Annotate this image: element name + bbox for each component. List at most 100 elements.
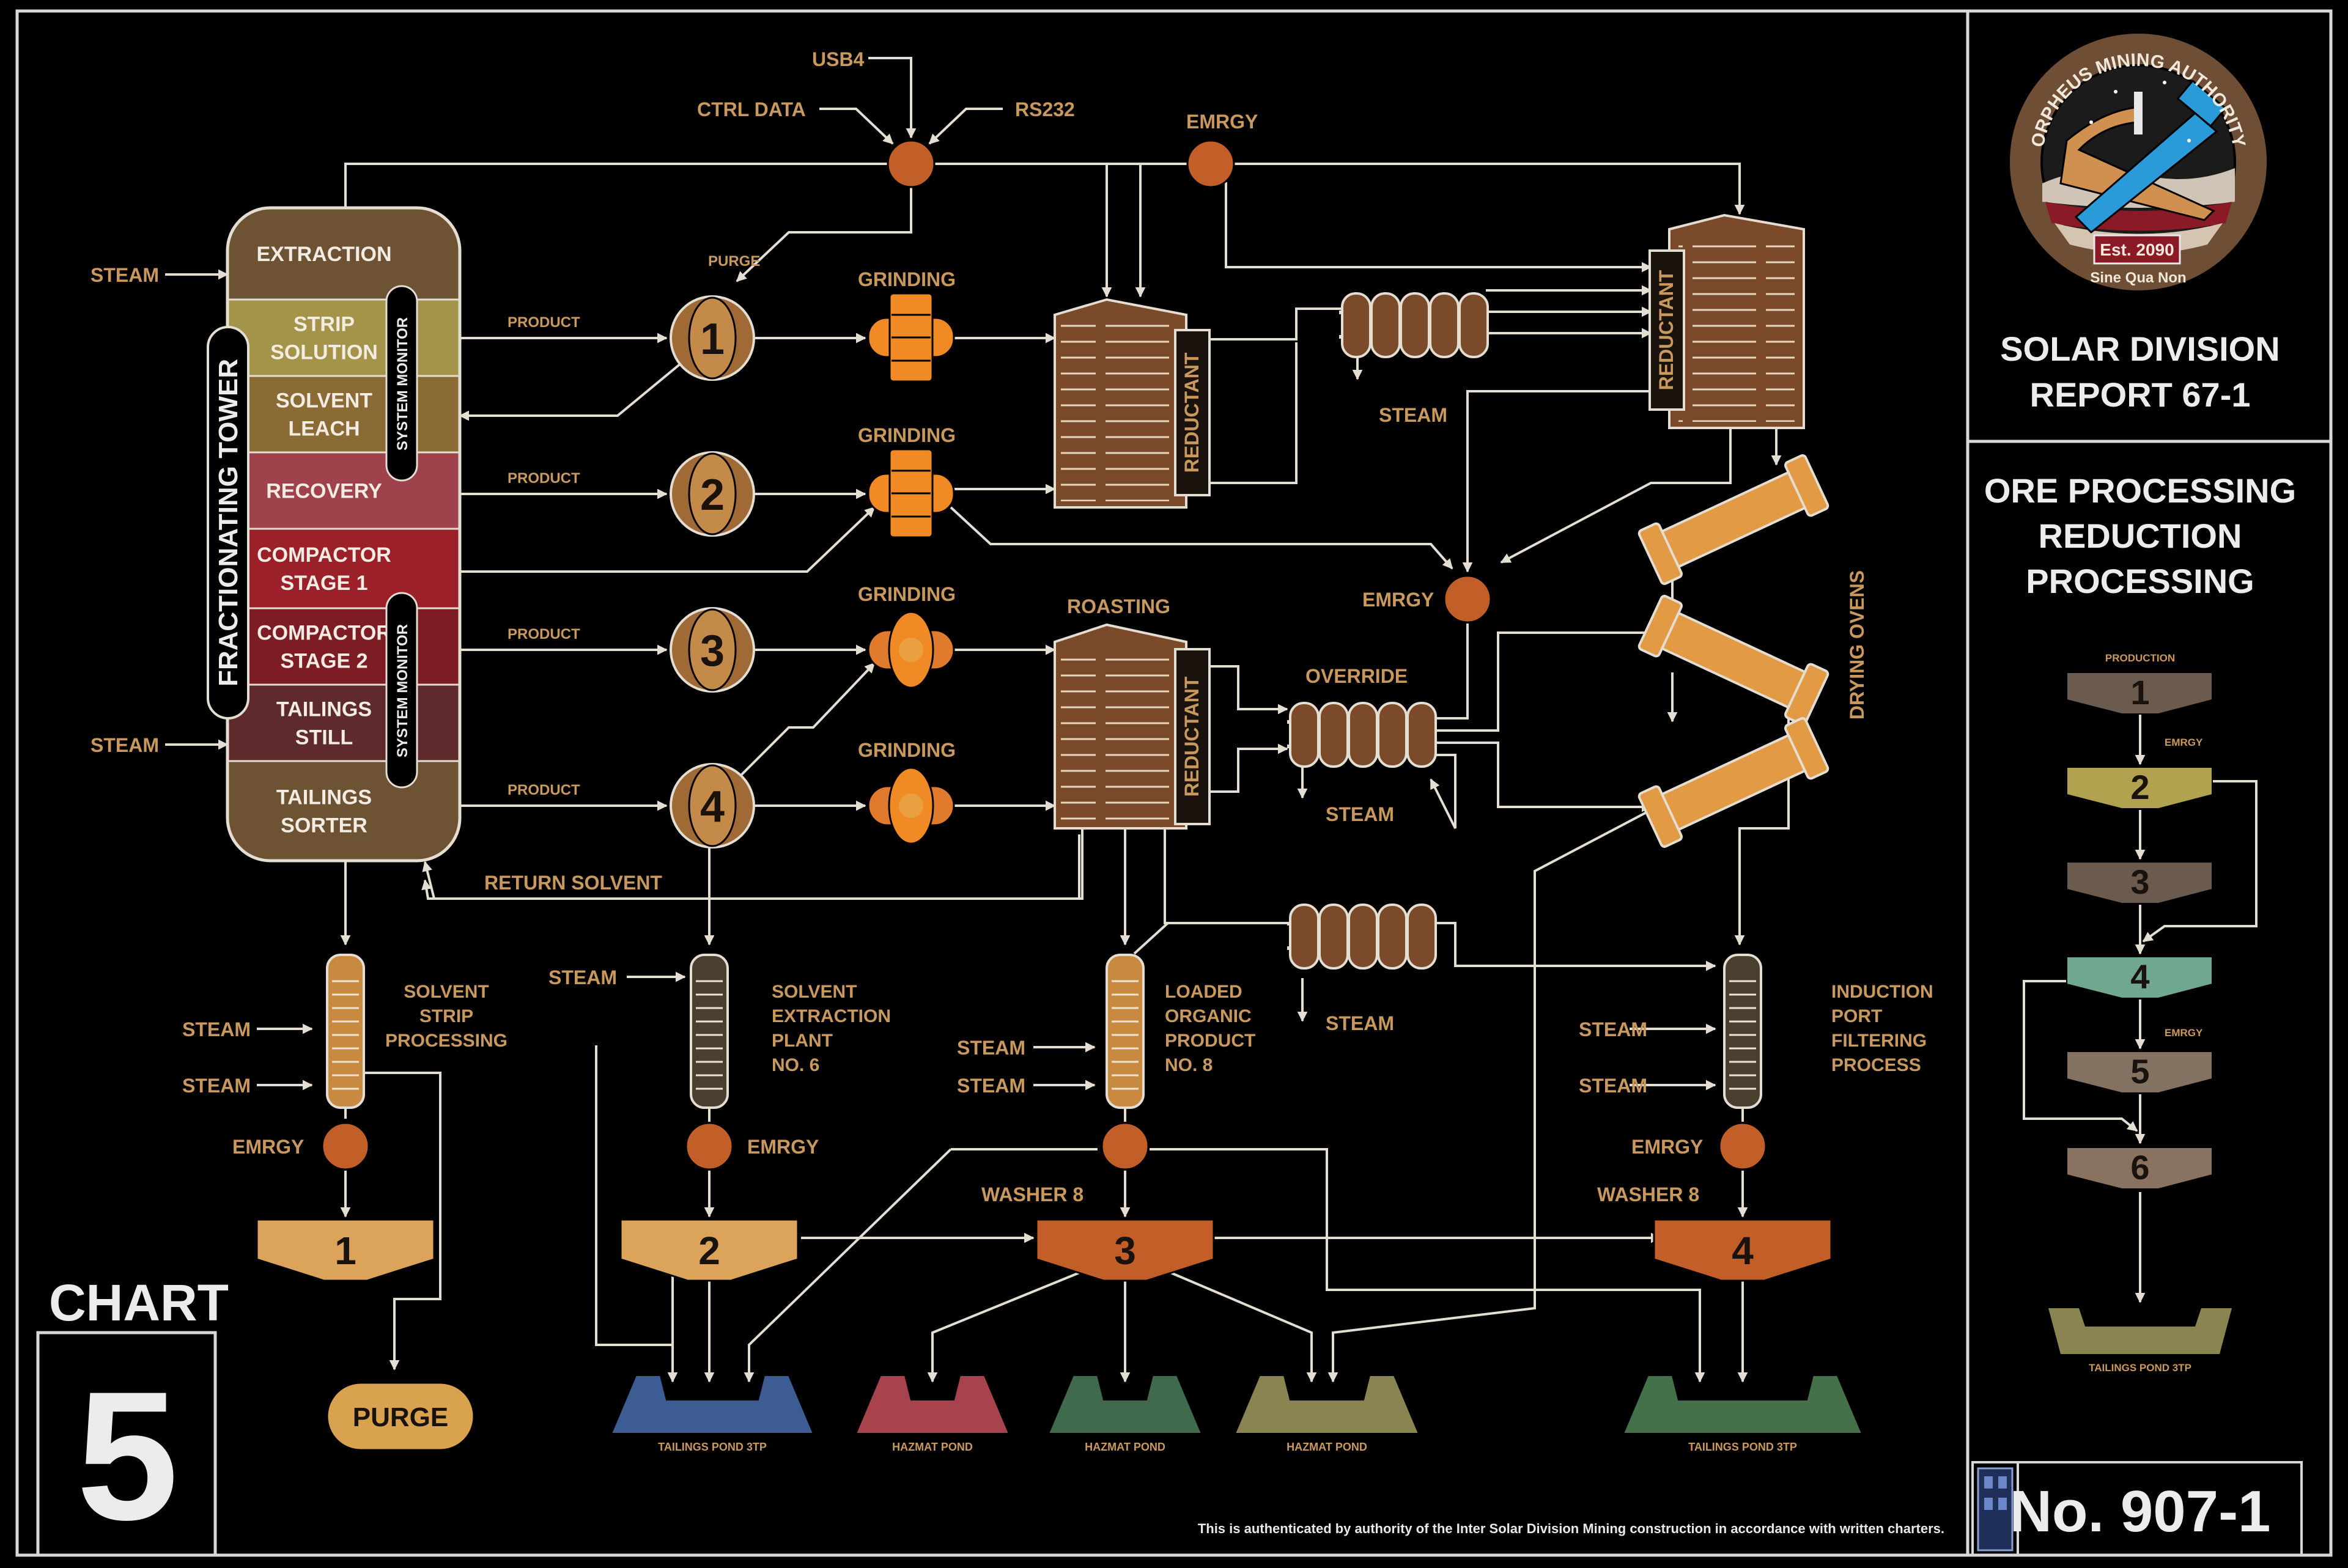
reductant-reactor-right: REDUCTANT bbox=[1648, 213, 1805, 429]
column-label: PORT bbox=[1831, 1006, 1882, 1026]
tower-title: FRACTIONATING TOWER bbox=[213, 359, 243, 686]
hopper-number: 4 bbox=[1732, 1229, 1754, 1273]
pump-number: 3 bbox=[700, 627, 725, 675]
steam-label: STEAM bbox=[1326, 803, 1394, 825]
pond: TAILINGS POND 3TP bbox=[610, 1375, 814, 1453]
system-monitor-upper: SYSTEM MONITOR bbox=[385, 285, 418, 482]
grinder-3 bbox=[867, 611, 955, 689]
emrgy-node bbox=[1101, 1122, 1150, 1171]
steam-coil bbox=[1287, 702, 1437, 768]
steam-coil bbox=[1287, 904, 1437, 970]
mini-step-number: 2 bbox=[2130, 768, 2149, 806]
doc-number: No. 907-1 bbox=[2010, 1479, 2271, 1544]
mini-step-3: 3 bbox=[2066, 861, 2213, 904]
column-label: SOLVENT bbox=[404, 982, 489, 1002]
chart-number: 5 bbox=[76, 1353, 179, 1558]
emrgy-label: EMRGY bbox=[1631, 1136, 1703, 1158]
emrgy-node bbox=[887, 139, 936, 188]
roasting-reactor: REDUCTANT bbox=[1054, 623, 1211, 830]
tower-section-label: COMPACTOR bbox=[257, 622, 391, 645]
pump-2: 2 bbox=[670, 451, 755, 537]
doc-id-icon bbox=[1977, 1467, 2014, 1551]
mini-step-5: 5 bbox=[2066, 1051, 2213, 1094]
mini-emrgy-label: EMRGY bbox=[2165, 737, 2203, 748]
svg-text:REDUCTANT: REDUCTANT bbox=[1655, 270, 1677, 390]
product-label: PRODUCT bbox=[508, 782, 580, 798]
chart-label: CHART bbox=[49, 1274, 229, 1331]
mini-steps: 1 2 3 4 5 6 bbox=[2066, 672, 2213, 1190]
emrgy-label: EMRGY bbox=[747, 1136, 819, 1158]
tower-section-label: SOLVENT bbox=[276, 389, 372, 413]
heat-exchanger-coils bbox=[1287, 292, 1489, 970]
tower-section-label: COMPACTOR bbox=[257, 543, 391, 567]
logo-est: Est. 2090 bbox=[2100, 240, 2174, 259]
hopper-number: 2 bbox=[698, 1229, 720, 1273]
purge-tank: PURGE bbox=[326, 1382, 475, 1451]
tower-section-label: SORTER bbox=[281, 814, 367, 837]
column-label: NO. 6 bbox=[772, 1055, 819, 1075]
hopper-4: 4 bbox=[1653, 1218, 1833, 1282]
svg-text:SYSTEM MONITOR: SYSTEM MONITOR bbox=[394, 317, 411, 451]
tower-section-label: RECOVERY bbox=[266, 480, 382, 503]
tower-section-label: TAILINGS bbox=[276, 698, 372, 721]
tower-section-label: LEACH bbox=[288, 418, 360, 441]
processing-line1: ORE PROCESSING bbox=[1984, 471, 2296, 510]
column-label: PROCESSING bbox=[385, 1031, 508, 1051]
pond: TAILINGS POND 3TP bbox=[1622, 1375, 1863, 1453]
pump-number: 2 bbox=[700, 471, 725, 520]
hopper-3: 3 bbox=[1035, 1218, 1215, 1282]
mini-step-1: 1 bbox=[2066, 672, 2213, 715]
chart-badge: CHART 5 bbox=[36, 1274, 229, 1558]
pump-4: 4 bbox=[670, 763, 755, 848]
pond-label: HAZMAT POND bbox=[1287, 1441, 1367, 1453]
mini-step-number: 1 bbox=[2130, 673, 2149, 712]
product-label: PRODUCT bbox=[508, 470, 580, 487]
purge-label: PURGE bbox=[353, 1402, 448, 1432]
reductant-reactor-upper: REDUCTANT bbox=[1054, 298, 1211, 509]
return-solvent-label: RETURN SOLVENT bbox=[484, 872, 662, 894]
column-label: EXTRACTION bbox=[772, 1006, 891, 1026]
product-label: PRODUCT bbox=[508, 314, 580, 331]
mini-flow-lines bbox=[2023, 712, 2258, 1303]
authority-logo: ORPHEUS MINING AUTHORITY Est. 2090 Sine … bbox=[2007, 31, 2269, 293]
steam-label: STEAM bbox=[1326, 1012, 1394, 1034]
pond-label: HAZMAT POND bbox=[1085, 1441, 1165, 1453]
pond: HAZMAT POND bbox=[1234, 1375, 1420, 1453]
mini-step-6: 6 bbox=[2066, 1147, 2213, 1190]
tower-section-label: SOLUTION bbox=[270, 341, 378, 364]
tower-section: SOLVENT LEACH bbox=[227, 375, 460, 454]
mini-step-number: 4 bbox=[2130, 957, 2149, 996]
flow-lines bbox=[165, 57, 1790, 1383]
column-label: LOADED bbox=[1165, 982, 1242, 1002]
grinder-1 bbox=[867, 292, 955, 383]
purge-small-label: PURGE bbox=[708, 253, 760, 270]
column-label: FILTERING bbox=[1831, 1031, 1927, 1051]
pump-number: 1 bbox=[700, 315, 725, 364]
emrgy-node bbox=[1443, 575, 1492, 624]
svg-text:REDUCTANT: REDUCTANT bbox=[1181, 676, 1203, 797]
steam-label: STEAM bbox=[548, 966, 617, 988]
svg-text:SYSTEM MONITOR: SYSTEM MONITOR bbox=[394, 624, 411, 757]
steam-label: STEAM bbox=[1579, 1018, 1647, 1040]
mini-step-number: 5 bbox=[2130, 1052, 2149, 1091]
column-label: PROCESS bbox=[1831, 1055, 1921, 1075]
svg-text:REDUCTANT: REDUCTANT bbox=[1181, 352, 1203, 473]
emrgy-label: EMRGY bbox=[1186, 111, 1258, 133]
mini-production-label: PRODUCTION bbox=[2105, 652, 2175, 664]
tower-section: EXTRACTION bbox=[227, 208, 460, 301]
process-column: INDUCTION PORT FILTERING PROCESS bbox=[1723, 954, 1933, 1109]
footer-authentication-note: This is authenticated by authority of th… bbox=[1198, 1521, 1944, 1536]
hopper-2: 2 bbox=[619, 1218, 799, 1282]
mini-emrgy-label: EMRGY bbox=[2165, 1027, 2203, 1039]
column-label: SOLVENT bbox=[772, 982, 857, 1002]
ctrl-data-label: CTRL DATA bbox=[697, 98, 806, 120]
column-label: INDUCTION bbox=[1831, 982, 1933, 1002]
processing-line3: PROCESSING bbox=[2026, 562, 2254, 600]
